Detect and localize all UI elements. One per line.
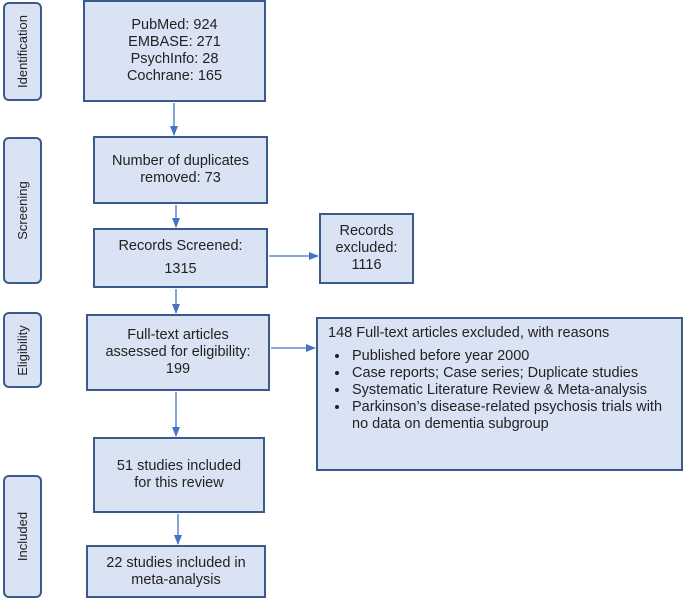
fulltext-line2: assessed for eligibility: xyxy=(105,344,251,360)
duplicates-box: Number of duplicates removed: 73 xyxy=(93,136,268,204)
exclusion-reason: Parkinson’s disease-related psychosis tr… xyxy=(350,399,673,433)
source-pubmed: PubMed: 924 xyxy=(131,17,218,33)
records-excluded-box: Records excluded: 1116 xyxy=(319,213,414,284)
included-review-line2: for this review xyxy=(134,475,224,491)
included-review-box: 51 studies included for this review xyxy=(93,437,265,513)
source-cochrane: Cochrane: 165 xyxy=(126,68,223,84)
fulltext-box: Full-text articles assessed for eligibil… xyxy=(86,314,270,391)
duplicates-line1: Number of duplicates xyxy=(111,153,249,169)
screened-line2: 1315 xyxy=(164,261,197,277)
records-excluded-line3: 1116 xyxy=(351,257,382,273)
fulltext-excluded-box: 148 Full-text articles excluded, with re… xyxy=(316,317,683,471)
exclusion-reasons-list: Published before year 2000 Case reports;… xyxy=(328,348,673,433)
included-review-line1: 51 studies included xyxy=(116,458,242,474)
fulltext-line1: Full-text articles xyxy=(127,327,229,343)
exclusion-reason: Published before year 2000 xyxy=(350,348,673,365)
stage-eligibility: Eligibility xyxy=(3,312,42,388)
stage-included: Included xyxy=(3,475,42,598)
screened-box: Records Screened: 1315 xyxy=(93,228,268,288)
screened-line1: Records Screened: xyxy=(118,238,243,254)
duplicates-line2: removed: 73 xyxy=(140,170,221,186)
exclusion-reason: Case reports; Case series; Duplicate stu… xyxy=(350,365,673,382)
source-embase: EMBASE: 271 xyxy=(128,34,221,50)
fulltext-line3: 199 xyxy=(165,361,191,377)
records-excluded-line1: Records xyxy=(339,223,394,239)
sources-box: PubMed: 924 EMBASE: 271 PsychInfo: 28 Co… xyxy=(83,0,266,102)
included-meta-line2: meta-analysis xyxy=(131,571,221,588)
exclusion-reason: Systematic Literature Review & Meta-anal… xyxy=(350,382,673,399)
fulltext-excluded-title: 148 Full-text articles excluded, with re… xyxy=(328,325,610,341)
stage-identification: Identification xyxy=(3,2,42,101)
stage-screening: Screening xyxy=(3,137,42,284)
included-meta-line1: 22 studies included in xyxy=(106,554,246,571)
source-psychinfo: PsychInfo: 28 xyxy=(130,51,219,67)
records-excluded-line2: excluded: xyxy=(335,240,398,256)
included-meta-box: 22 studies included in meta-analysis xyxy=(86,545,266,598)
